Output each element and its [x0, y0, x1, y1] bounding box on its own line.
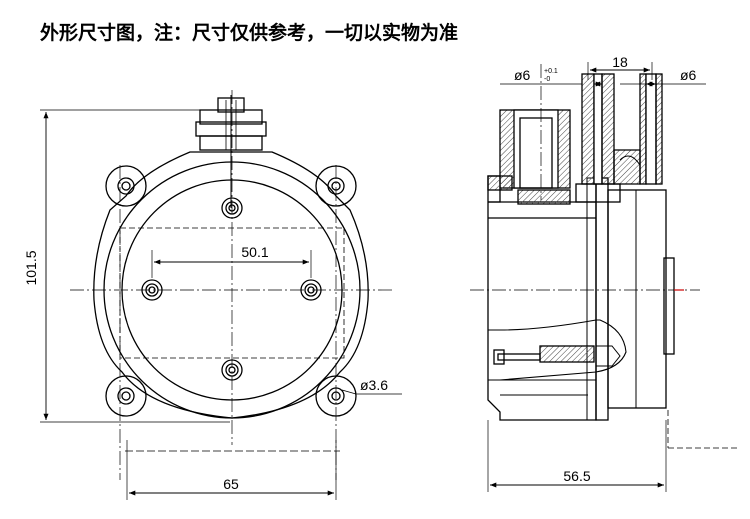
front-connector	[195, 95, 267, 208]
dim-hole-spacing-label: 50.1	[241, 244, 268, 260]
dim-port-spacing-label: 18	[612, 54, 628, 70]
mount-ear-bottom-left	[105, 375, 147, 417]
side-flange	[595, 177, 609, 421]
dim-side-width-label: 56.5	[563, 468, 590, 484]
dim-width-label: 65	[223, 476, 239, 492]
front-dimensions	[40, 109, 402, 500]
drawing-title: 外形尺寸图，注：尺寸仅供参考，一切以实物为准	[40, 22, 459, 44]
dim-port-left-label: ø6	[514, 67, 531, 83]
dim-port-right-label: ø6	[680, 67, 697, 83]
side-cover	[607, 189, 667, 409]
front-centerlines	[70, 90, 394, 480]
dim-port-left-tol-upper: +0.1	[544, 68, 558, 75]
side-dimensions	[487, 62, 706, 492]
side-view	[470, 64, 740, 449]
dim-hole-diameter-label: ø3.6	[360, 377, 388, 393]
side-lower-mechanism	[488, 319, 627, 396]
dim-height-label: 101.5	[23, 250, 39, 285]
side-centerlines	[470, 64, 700, 291]
mount-ear-top-left	[105, 165, 147, 207]
dim-port-left-tol-lower: -0	[544, 76, 550, 83]
side-port-left	[487, 109, 571, 205]
side-port-right	[613, 73, 663, 185]
front-view	[70, 90, 394, 480]
side-body	[487, 175, 597, 421]
